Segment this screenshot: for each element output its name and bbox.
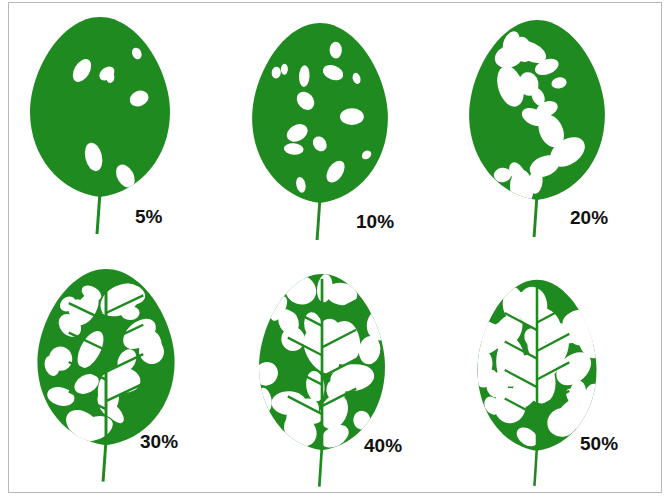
- hole: [299, 65, 311, 87]
- hole: [481, 393, 504, 418]
- hole: [550, 76, 567, 90]
- hole: [310, 134, 330, 155]
- leaf-vein: [505, 305, 570, 330]
- hole: [283, 143, 304, 156]
- hole: [323, 376, 349, 406]
- leaf-blade: [37, 269, 174, 445]
- hole: [323, 157, 348, 186]
- hole: [474, 366, 500, 391]
- hole: [564, 306, 614, 351]
- hole: [563, 386, 588, 415]
- leaf-vein: [505, 391, 570, 416]
- damaged-leaf: [251, 271, 402, 487]
- hole: [508, 168, 535, 208]
- leaf-vein: [288, 389, 356, 414]
- damage-percent: 50%: [580, 434, 618, 453]
- damage-percent: 40%: [364, 436, 402, 455]
- damaged-leaf: [469, 20, 605, 237]
- damage-percent: 5%: [135, 207, 162, 226]
- damage-percent: 30%: [140, 432, 178, 451]
- leaf-vein: [505, 334, 570, 359]
- leaf-blade: [259, 274, 385, 450]
- hole: [295, 176, 307, 194]
- leaf-stem: [534, 195, 537, 237]
- feeding-holes: [492, 29, 590, 208]
- hole: [112, 161, 138, 190]
- leaf-vein: [69, 295, 143, 320]
- leaf-vein: [288, 300, 356, 325]
- leaf-vein: [505, 362, 570, 387]
- damage-percent: 20%: [570, 208, 608, 227]
- hole: [267, 293, 290, 323]
- hole: [82, 141, 105, 173]
- hole: [493, 167, 512, 183]
- hole: [45, 384, 76, 409]
- leaf-blade: [469, 20, 605, 200]
- leaf-stem: [319, 445, 322, 486]
- leaf-blade: [30, 17, 170, 197]
- hole: [585, 382, 606, 403]
- hole: [54, 310, 86, 342]
- damaged-leaf: [463, 280, 614, 486]
- hole: [95, 277, 146, 323]
- hole: [321, 62, 346, 83]
- hole: [251, 358, 281, 389]
- feeding-holes: [463, 286, 614, 450]
- leaf-stem: [317, 198, 320, 240]
- leaf-midrib: [105, 274, 108, 445]
- leaf-vein: [69, 325, 143, 350]
- leaf-stem: [97, 192, 100, 234]
- hole: [284, 121, 311, 146]
- hole: [106, 71, 115, 83]
- hole: [69, 56, 95, 85]
- leaf-vein: [288, 330, 356, 355]
- hole: [493, 62, 529, 110]
- hole: [278, 407, 322, 452]
- hole: [534, 110, 569, 152]
- damage-percent: 10%: [356, 212, 394, 231]
- hole: [130, 46, 143, 61]
- leaf-stem: [103, 440, 106, 481]
- hole: [351, 72, 362, 85]
- hole: [256, 386, 274, 413]
- hole: [281, 64, 288, 75]
- hole: [463, 318, 507, 361]
- damaged-leaf: [30, 17, 170, 234]
- leaf-vein: [69, 354, 143, 379]
- hole: [329, 42, 342, 59]
- leaf-stem: [534, 446, 537, 486]
- feeding-holes: [271, 42, 373, 194]
- hole: [293, 88, 318, 114]
- hole: [360, 149, 373, 162]
- leaf-vein: [288, 359, 356, 384]
- leaf-blade: [252, 23, 388, 203]
- hole: [114, 346, 140, 375]
- hole: [271, 66, 281, 79]
- damaged-leaf: [252, 23, 388, 240]
- hole: [350, 407, 374, 433]
- hole: [340, 108, 364, 125]
- hole: [127, 88, 151, 109]
- hole: [97, 64, 118, 84]
- hole: [499, 29, 523, 58]
- hole: [534, 98, 559, 119]
- leaf-midrib: [321, 279, 324, 450]
- leaf-vein: [69, 384, 143, 409]
- hole: [42, 354, 61, 378]
- feeding-holes: [69, 46, 151, 191]
- hole: [60, 404, 105, 446]
- leaf-midrib: [536, 285, 539, 450]
- feeding-holes: [251, 271, 402, 453]
- hole: [361, 300, 403, 346]
